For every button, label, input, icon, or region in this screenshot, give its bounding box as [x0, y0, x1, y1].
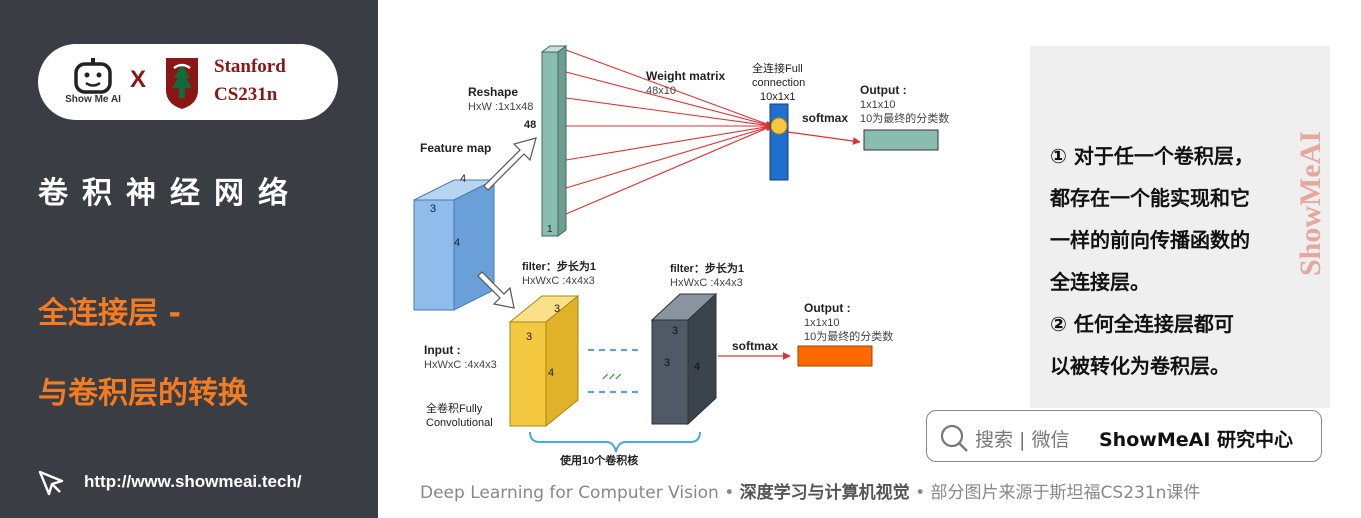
filter1-title: filter：步长为1: [522, 259, 596, 273]
showmeai-watermark: ShowMeAI: [1294, 131, 1327, 276]
stanford-course: CS231n: [214, 84, 278, 105]
fc-vector: [769, 103, 789, 181]
filters-brace: [529, 431, 701, 453]
filter-cube: [650, 292, 718, 426]
output-bottom-box: [797, 345, 873, 367]
fc-to-conv-diagram: Feature map 4 3 4 Reshape HxW :1x1x48 48…: [413, 45, 949, 467]
note-line-5: ② 任何全连接层都可: [1050, 312, 1234, 336]
note-line-3: 一样的前向传播函数的: [1050, 228, 1250, 252]
logo-pill: Show Me AI X Stanford CS231n: [38, 44, 338, 120]
softmax-top-label: softmax: [802, 111, 848, 125]
input-title: Input :: [424, 343, 461, 357]
filter-top-dim: 3: [672, 325, 678, 337]
fc-title-line1: 全连接Full: [752, 61, 803, 75]
output-bottom-dims: 1x1x10: [804, 317, 839, 329]
brace-label: 使用10个卷积核: [559, 453, 638, 467]
filter2-title: filter：步长为1: [670, 261, 744, 275]
vector-top-dim: 48: [524, 119, 536, 131]
svg-text:⸝⸝⸝: ⸝⸝⸝: [602, 366, 622, 381]
fm-side-dim: 3: [430, 203, 436, 215]
footer-caption: Deep Learning for Computer Vision • 深度学习…: [420, 478, 1340, 504]
input-cube: [508, 294, 580, 428]
fm-front-dim: 4: [454, 237, 460, 249]
filter-front-dim: 4: [694, 361, 700, 373]
reshape-vector: [540, 45, 568, 237]
cursor-click-icon: [38, 470, 64, 496]
filter1-dims: HxWxC :4x4x3: [522, 275, 595, 287]
note-line-4: 全连接层。: [1050, 270, 1150, 294]
weight-matrix-title: Weight matrix: [646, 69, 725, 83]
stanford-title: Stanford: [214, 56, 286, 77]
fm-top-dim: 4: [460, 173, 466, 185]
fc-node: [770, 117, 788, 135]
softmax-top-arrow: [787, 131, 861, 145]
footer-part1: Deep Learning for Computer Vision: [420, 483, 719, 503]
wechat-search-box[interactable]: 搜索 | 微信 ShowMeAI 研究中心: [926, 410, 1322, 462]
fc-dims: 10x1x1: [760, 91, 795, 103]
input-front-dim: 4: [548, 367, 554, 379]
note-line-2: 都存在一个能实现和它: [1050, 186, 1250, 210]
feature-map-block: [413, 179, 495, 311]
output-top-desc: 10为最终的分类数: [860, 111, 949, 125]
input-top-dim: 3: [554, 303, 560, 315]
showme-robot-icon: [74, 58, 112, 94]
stanford-tree-icon: [166, 58, 198, 109]
site-url-link[interactable]: http://www.showmeai.tech/: [84, 472, 302, 491]
watermark-text: ShowMeAI: [1294, 131, 1327, 276]
section-title-line2: 与卷积层的转换: [38, 376, 248, 411]
search-label: 搜索 | 微信: [975, 429, 1070, 451]
output-top-dims: 1x1x10: [860, 99, 895, 111]
filter-side-dim: 3: [664, 357, 670, 369]
softmax-bottom-label: softmax: [732, 339, 778, 353]
fc-title-line2: connection: [752, 77, 805, 89]
showme-logo-text: Show Me AI: [65, 94, 121, 105]
section-title-line1: 全连接层 -: [38, 296, 181, 331]
reshape-arrow: [483, 137, 537, 191]
conv-arrow: [477, 271, 515, 309]
feature-map-label: Feature map: [420, 141, 491, 155]
output-bottom-desc: 10为最终的分类数: [804, 329, 893, 343]
notes-panel: ① 对于任一个卷积层， 都存在一个能实现和它 一样的前向传播函数的 全连接层。 …: [1030, 46, 1330, 408]
footer-part2: 深度学习与计算机视觉: [739, 483, 910, 503]
weight-matrix-dims: 48x10: [646, 85, 676, 97]
weight-lines: [565, 49, 773, 215]
search-icon: [940, 424, 968, 452]
note-line-6: 以被转化为卷积层。: [1050, 354, 1230, 378]
footer-sep2: •: [909, 483, 931, 503]
output-bottom-title: Output :: [804, 301, 851, 315]
filter2-dims: HxWxC :4x4x3: [670, 277, 743, 289]
left-panel: Show Me AI X Stanford CS231n 卷积神经网络 全连接层…: [0, 0, 378, 518]
reshape-title: Reshape: [468, 85, 518, 99]
vector-bottom-dim: 1: [547, 224, 553, 235]
search-brand: ShowMeAI 研究中心: [1099, 429, 1293, 451]
filter-stack-ellipsis: ⸝⸝⸝: [588, 349, 642, 393]
fullconv-line2: Convolutional: [426, 417, 493, 429]
logo-separator: X: [130, 66, 147, 93]
input-dims: HxWxC :4x4x3: [424, 359, 497, 371]
output-top-box: [863, 129, 939, 151]
note-line-1: ① 对于任一个卷积层，: [1050, 144, 1254, 168]
footer-part3: 部分图片来源于斯坦福CS231n课件: [930, 483, 1201, 503]
course-title: 卷积神经网络: [38, 176, 302, 211]
footer-sep1: •: [718, 483, 740, 503]
input-side-dim: 3: [526, 331, 532, 343]
reshape-dims: HxW :1x1x48: [468, 101, 533, 113]
output-top-title: Output :: [860, 83, 907, 97]
fullconv-line1: 全卷积Fully: [426, 401, 483, 415]
